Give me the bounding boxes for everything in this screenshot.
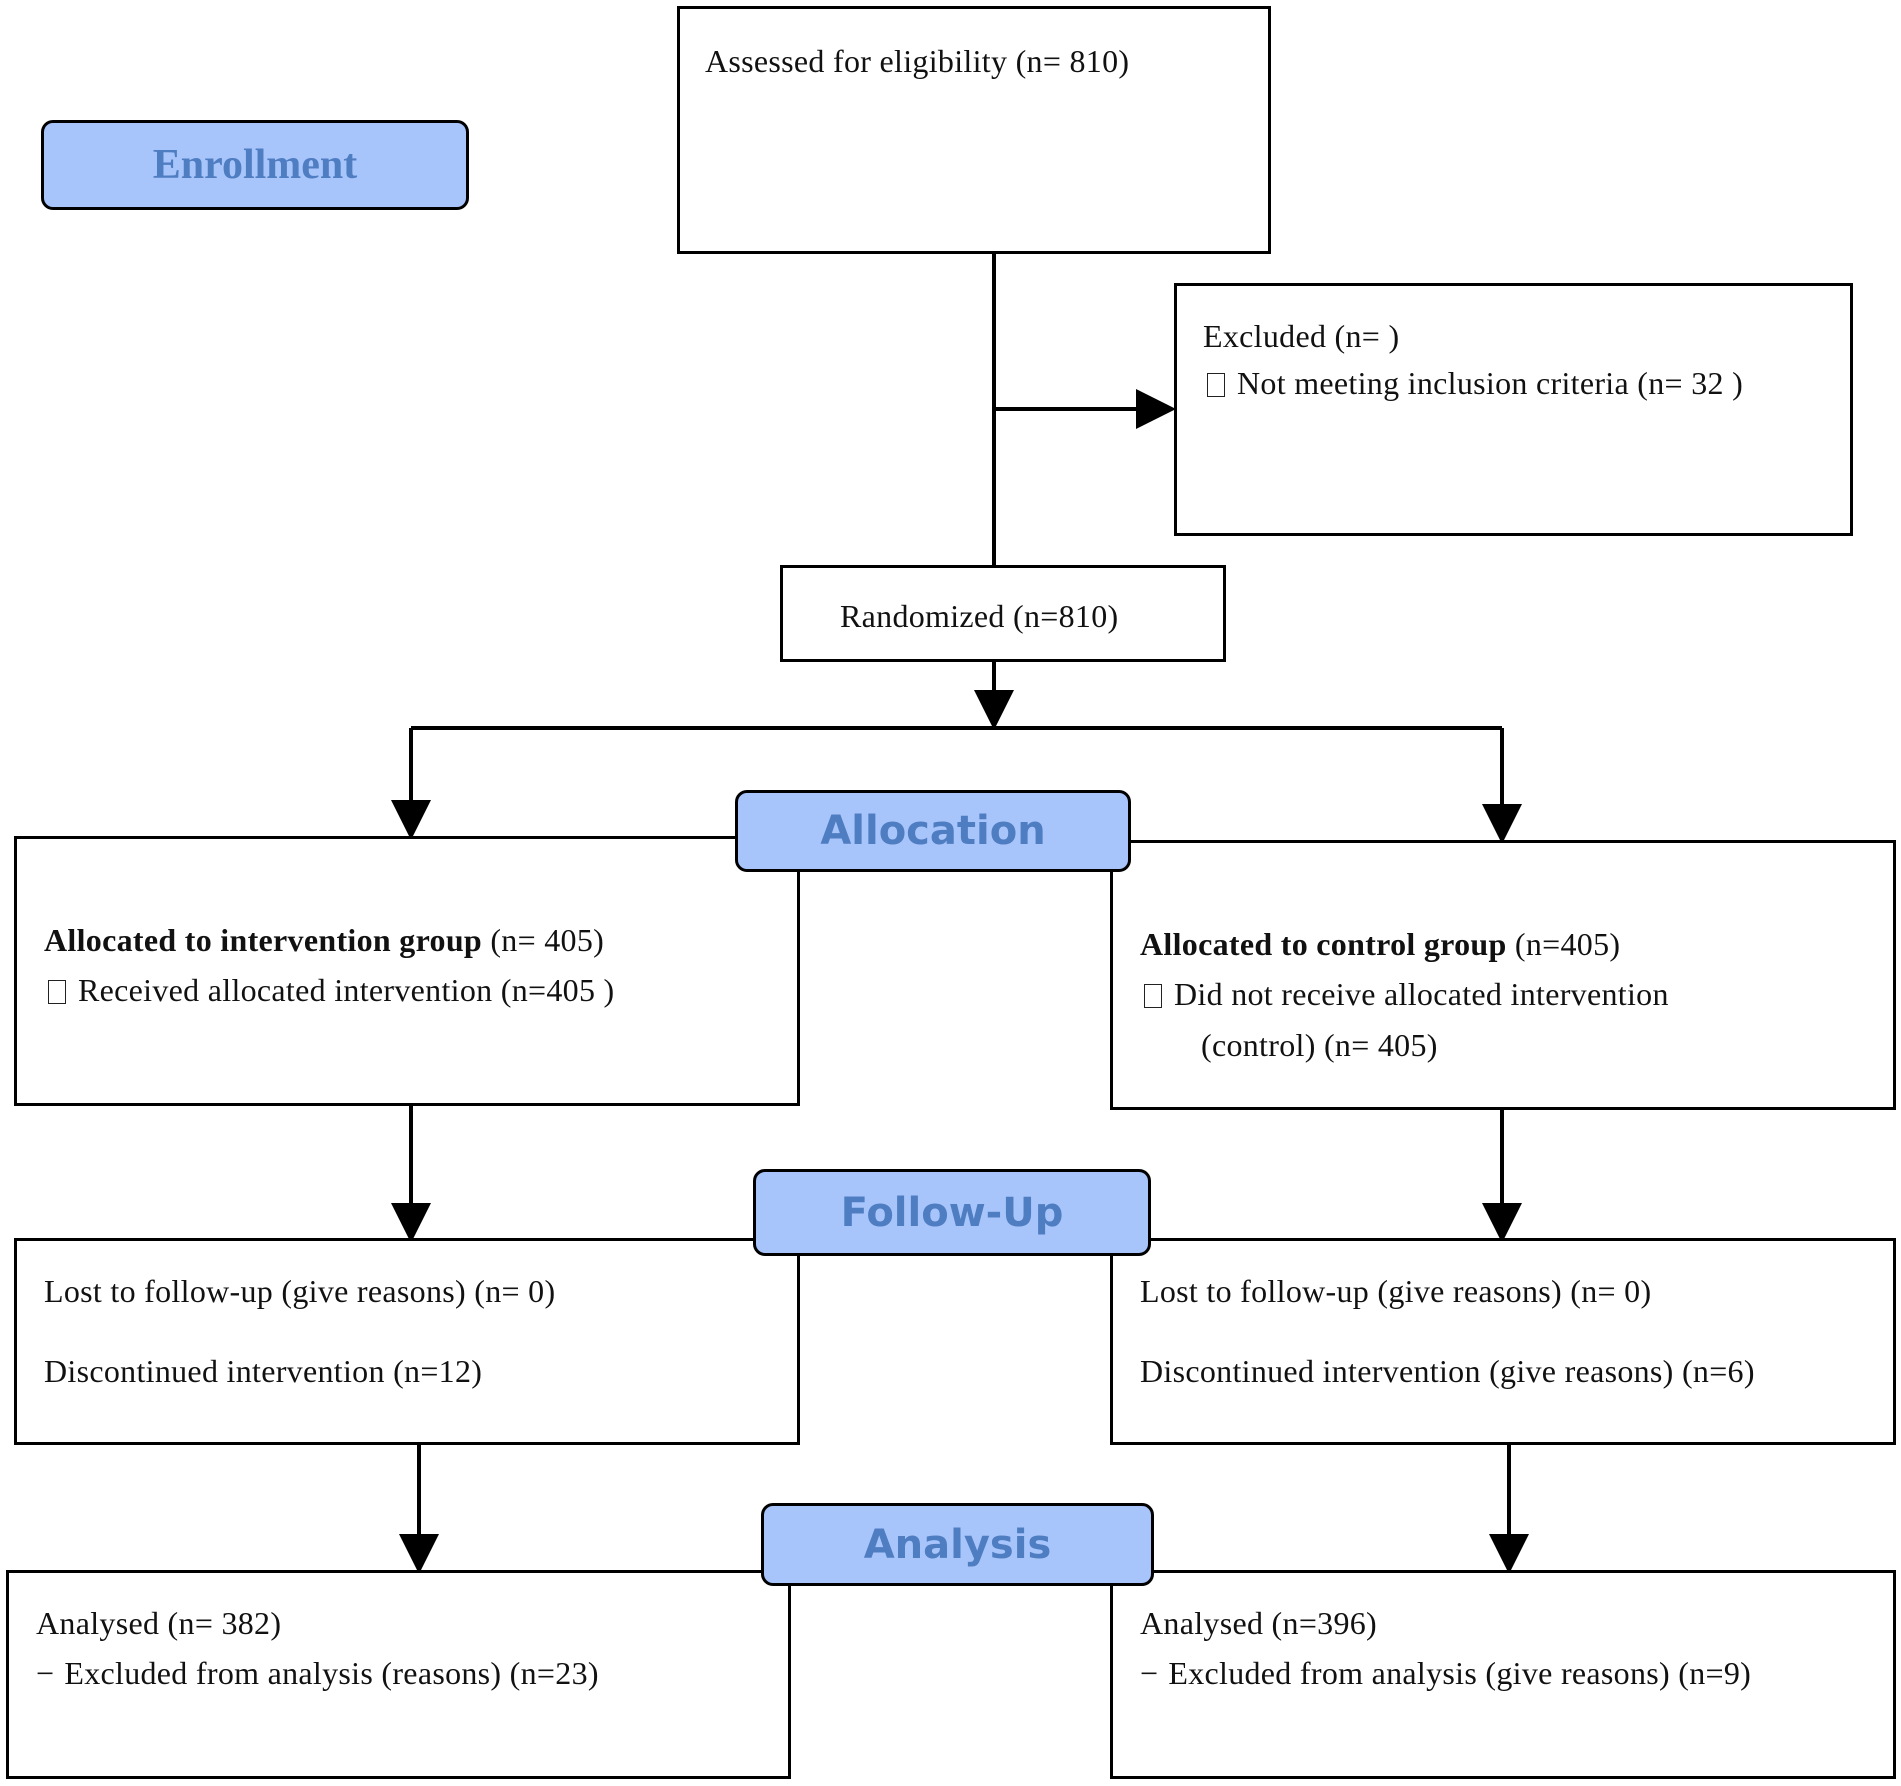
control-excluded-analysis-line: −Excluded from analysis (give reasons) (… — [1140, 1657, 1751, 1689]
eligibility-box: Assessed for eligibility (n= 810) — [677, 6, 1271, 254]
control-allocated-label: Allocated to control group — [1140, 926, 1507, 962]
dash-bullet-icon: − — [1140, 1655, 1159, 1691]
eligibility-text: Assessed for eligibility (n= 810) — [705, 43, 1130, 79]
control-not-received-text-1: Did not receive allocated intervention — [1174, 976, 1669, 1012]
intervention-allocated-line: Allocated to intervention group (n= 405) — [44, 924, 604, 956]
checkbox-bullet-icon — [48, 980, 66, 1004]
control-discontinued-text: Discontinued intervention (give reasons)… — [1140, 1353, 1755, 1389]
stage-followup-label: Follow-Up — [840, 1189, 1064, 1236]
checkbox-bullet-icon — [1144, 984, 1162, 1008]
excluded-box: Excluded (n= ) Not meeting inclusion cri… — [1174, 283, 1853, 536]
control-not-received-line-2: (control) (n= 405) — [1201, 1027, 1438, 1063]
dash-bullet-icon: − — [36, 1655, 55, 1691]
control-allocated-line: Allocated to control group (n=405) — [1140, 928, 1620, 960]
checkbox-bullet-icon — [1207, 373, 1225, 397]
intervention-excluded-analysis-line: −Excluded from analysis (reasons) (n=23) — [36, 1657, 599, 1689]
randomized-box: Randomized (n=810) — [780, 565, 1226, 662]
intervention-allocation-box: Allocated to intervention group (n= 405)… — [14, 836, 800, 1106]
control-lost-text: Lost to follow-up (give reasons) (n= 0) — [1140, 1273, 1652, 1309]
stage-enrollment: Enrollment — [41, 120, 469, 210]
intervention-received-text: Received allocated intervention (n=405 ) — [78, 972, 615, 1008]
control-followup-box: Lost to follow-up (give reasons) (n= 0) … — [1110, 1238, 1896, 1445]
control-not-received-line: Did not receive allocated intervention — [1144, 978, 1669, 1010]
intervention-allocated-label: Allocated to intervention group — [44, 922, 483, 958]
excluded-item: Not meeting inclusion criteria (n= 32 ) — [1207, 367, 1743, 399]
control-allocation-box: Allocated to control group (n=405) Did n… — [1110, 840, 1896, 1110]
control-analysis-box: Analysed (n=396) −Excluded from analysis… — [1110, 1570, 1896, 1779]
control-analysed-text: Analysed (n=396) — [1140, 1605, 1378, 1641]
intervention-discontinued-text: Discontinued intervention (n=12) — [44, 1353, 483, 1389]
control-allocated-n: (n=405) — [1506, 926, 1621, 962]
stage-analysis-label: Analysis — [863, 1521, 1052, 1568]
intervention-analysis-box: Analysed (n= 382) −Excluded from analysi… — [6, 1570, 791, 1779]
intervention-lost-text: Lost to follow-up (give reasons) (n= 0) — [44, 1273, 556, 1309]
intervention-allocated-n: (n= 405) — [482, 922, 605, 958]
intervention-excluded-analysis-text: Excluded from analysis (reasons) (n=23) — [64, 1655, 599, 1691]
excluded-title: Excluded (n= ) — [1203, 318, 1400, 354]
stage-allocation: Allocation — [735, 790, 1131, 872]
excluded-item-text: Not meeting inclusion criteria (n= 32 ) — [1237, 365, 1744, 401]
randomized-text: Randomized (n=810) — [840, 598, 1119, 634]
stage-analysis: Analysis — [761, 1503, 1154, 1586]
stage-followup: Follow-Up — [753, 1169, 1151, 1256]
stage-enrollment-label: Enrollment — [152, 142, 358, 188]
stage-allocation-label: Allocation — [820, 808, 1046, 854]
control-excluded-analysis-text: Excluded from analysis (give reasons) (n… — [1168, 1655, 1752, 1691]
intervention-received-line: Received allocated intervention (n=405 ) — [48, 974, 615, 1006]
intervention-analysed-text: Analysed (n= 382) — [36, 1605, 282, 1641]
intervention-followup-box: Lost to follow-up (give reasons) (n= 0) … — [14, 1238, 800, 1445]
